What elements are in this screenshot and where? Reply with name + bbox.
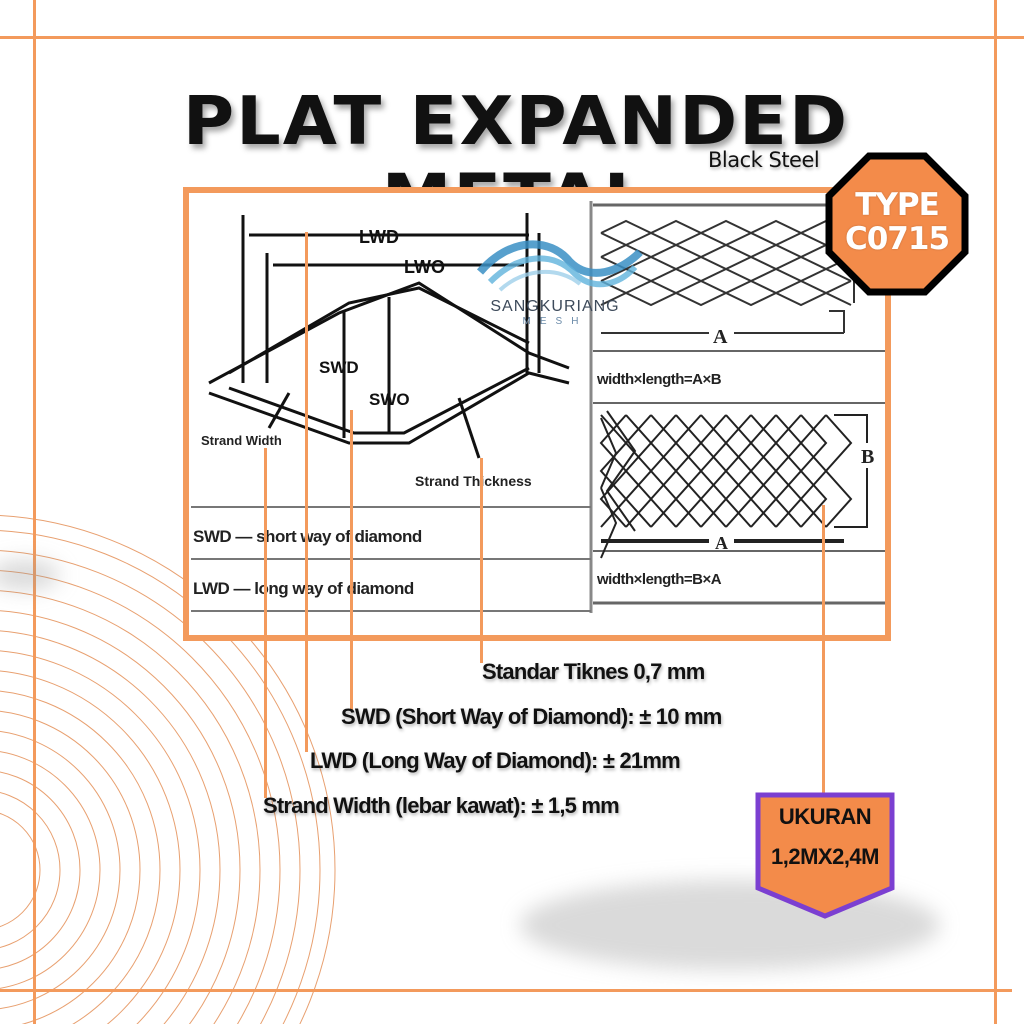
type-badge: TYPE C0715 (825, 152, 969, 296)
legend-lwd: LWD — long way of diamond (193, 579, 414, 598)
leader-line-thickness (480, 458, 483, 663)
leader-line-lwd (305, 232, 308, 752)
leader-line-swd (350, 410, 353, 710)
svg-text:SWO: SWO (369, 390, 410, 409)
spec-strand-width: Strand Width (lebar kawat): ± 1,5 mm (263, 793, 620, 818)
svg-text:B: B (861, 446, 874, 468)
svg-text:Strand Width: Strand Width (201, 433, 282, 448)
leader-line-size (822, 505, 825, 795)
type-badge-line1: TYPE (855, 187, 940, 223)
cloud-decoration-left (0, 560, 60, 590)
svg-text:A: A (715, 533, 728, 553)
svg-text:A: A (713, 326, 728, 348)
svg-text:LWD: LWD (359, 227, 399, 247)
spec-swd: SWD (Short Way of Diamond): ± 10 mm (341, 704, 722, 729)
size-badge: UKURAN 1,2MX2,4M (755, 792, 895, 920)
type-badge-label: TYPE C0715 (825, 188, 969, 256)
formula-b-by-a: width×length=B×A (597, 571, 722, 588)
frame-line-left (33, 0, 36, 1024)
brand-sub: MESH (522, 316, 588, 327)
spec-lwd: LWD (Long Way of Diamond): ± 21mm (310, 748, 681, 773)
size-badge-line2: 1,2MX2,4M (771, 844, 880, 869)
svg-text:SWD: SWD (319, 358, 359, 377)
octagon-shape-icon (825, 152, 969, 296)
frame-line-bottom (0, 989, 1012, 992)
type-badge-line2: C0715 (844, 221, 950, 257)
svg-text:Strand Thickness: Strand Thickness (415, 473, 532, 489)
frame-line-right (994, 0, 997, 1024)
frame-line-top (0, 36, 1024, 39)
svg-text:LWO: LWO (404, 257, 445, 277)
pentagon-tag-icon (755, 792, 895, 919)
subtitle: Black Steel (708, 148, 820, 172)
size-badge-line1: UKURAN (778, 804, 872, 829)
expanded-metal-diagram: LWD LWO SWD SWO Strand Width Strand Thic… (191, 201, 885, 613)
brand-name: SANGKURIANG (490, 298, 620, 315)
spec-thickness: Standar Tiknes 0,7 mm (482, 659, 705, 684)
formula-a-by-b: width×length=A×B (597, 371, 722, 388)
diagram-panel: LWD LWO SWD SWO Strand Width Strand Thic… (183, 187, 891, 641)
leader-line-strand-width (264, 448, 267, 798)
brand-logo-icon (476, 240, 643, 292)
